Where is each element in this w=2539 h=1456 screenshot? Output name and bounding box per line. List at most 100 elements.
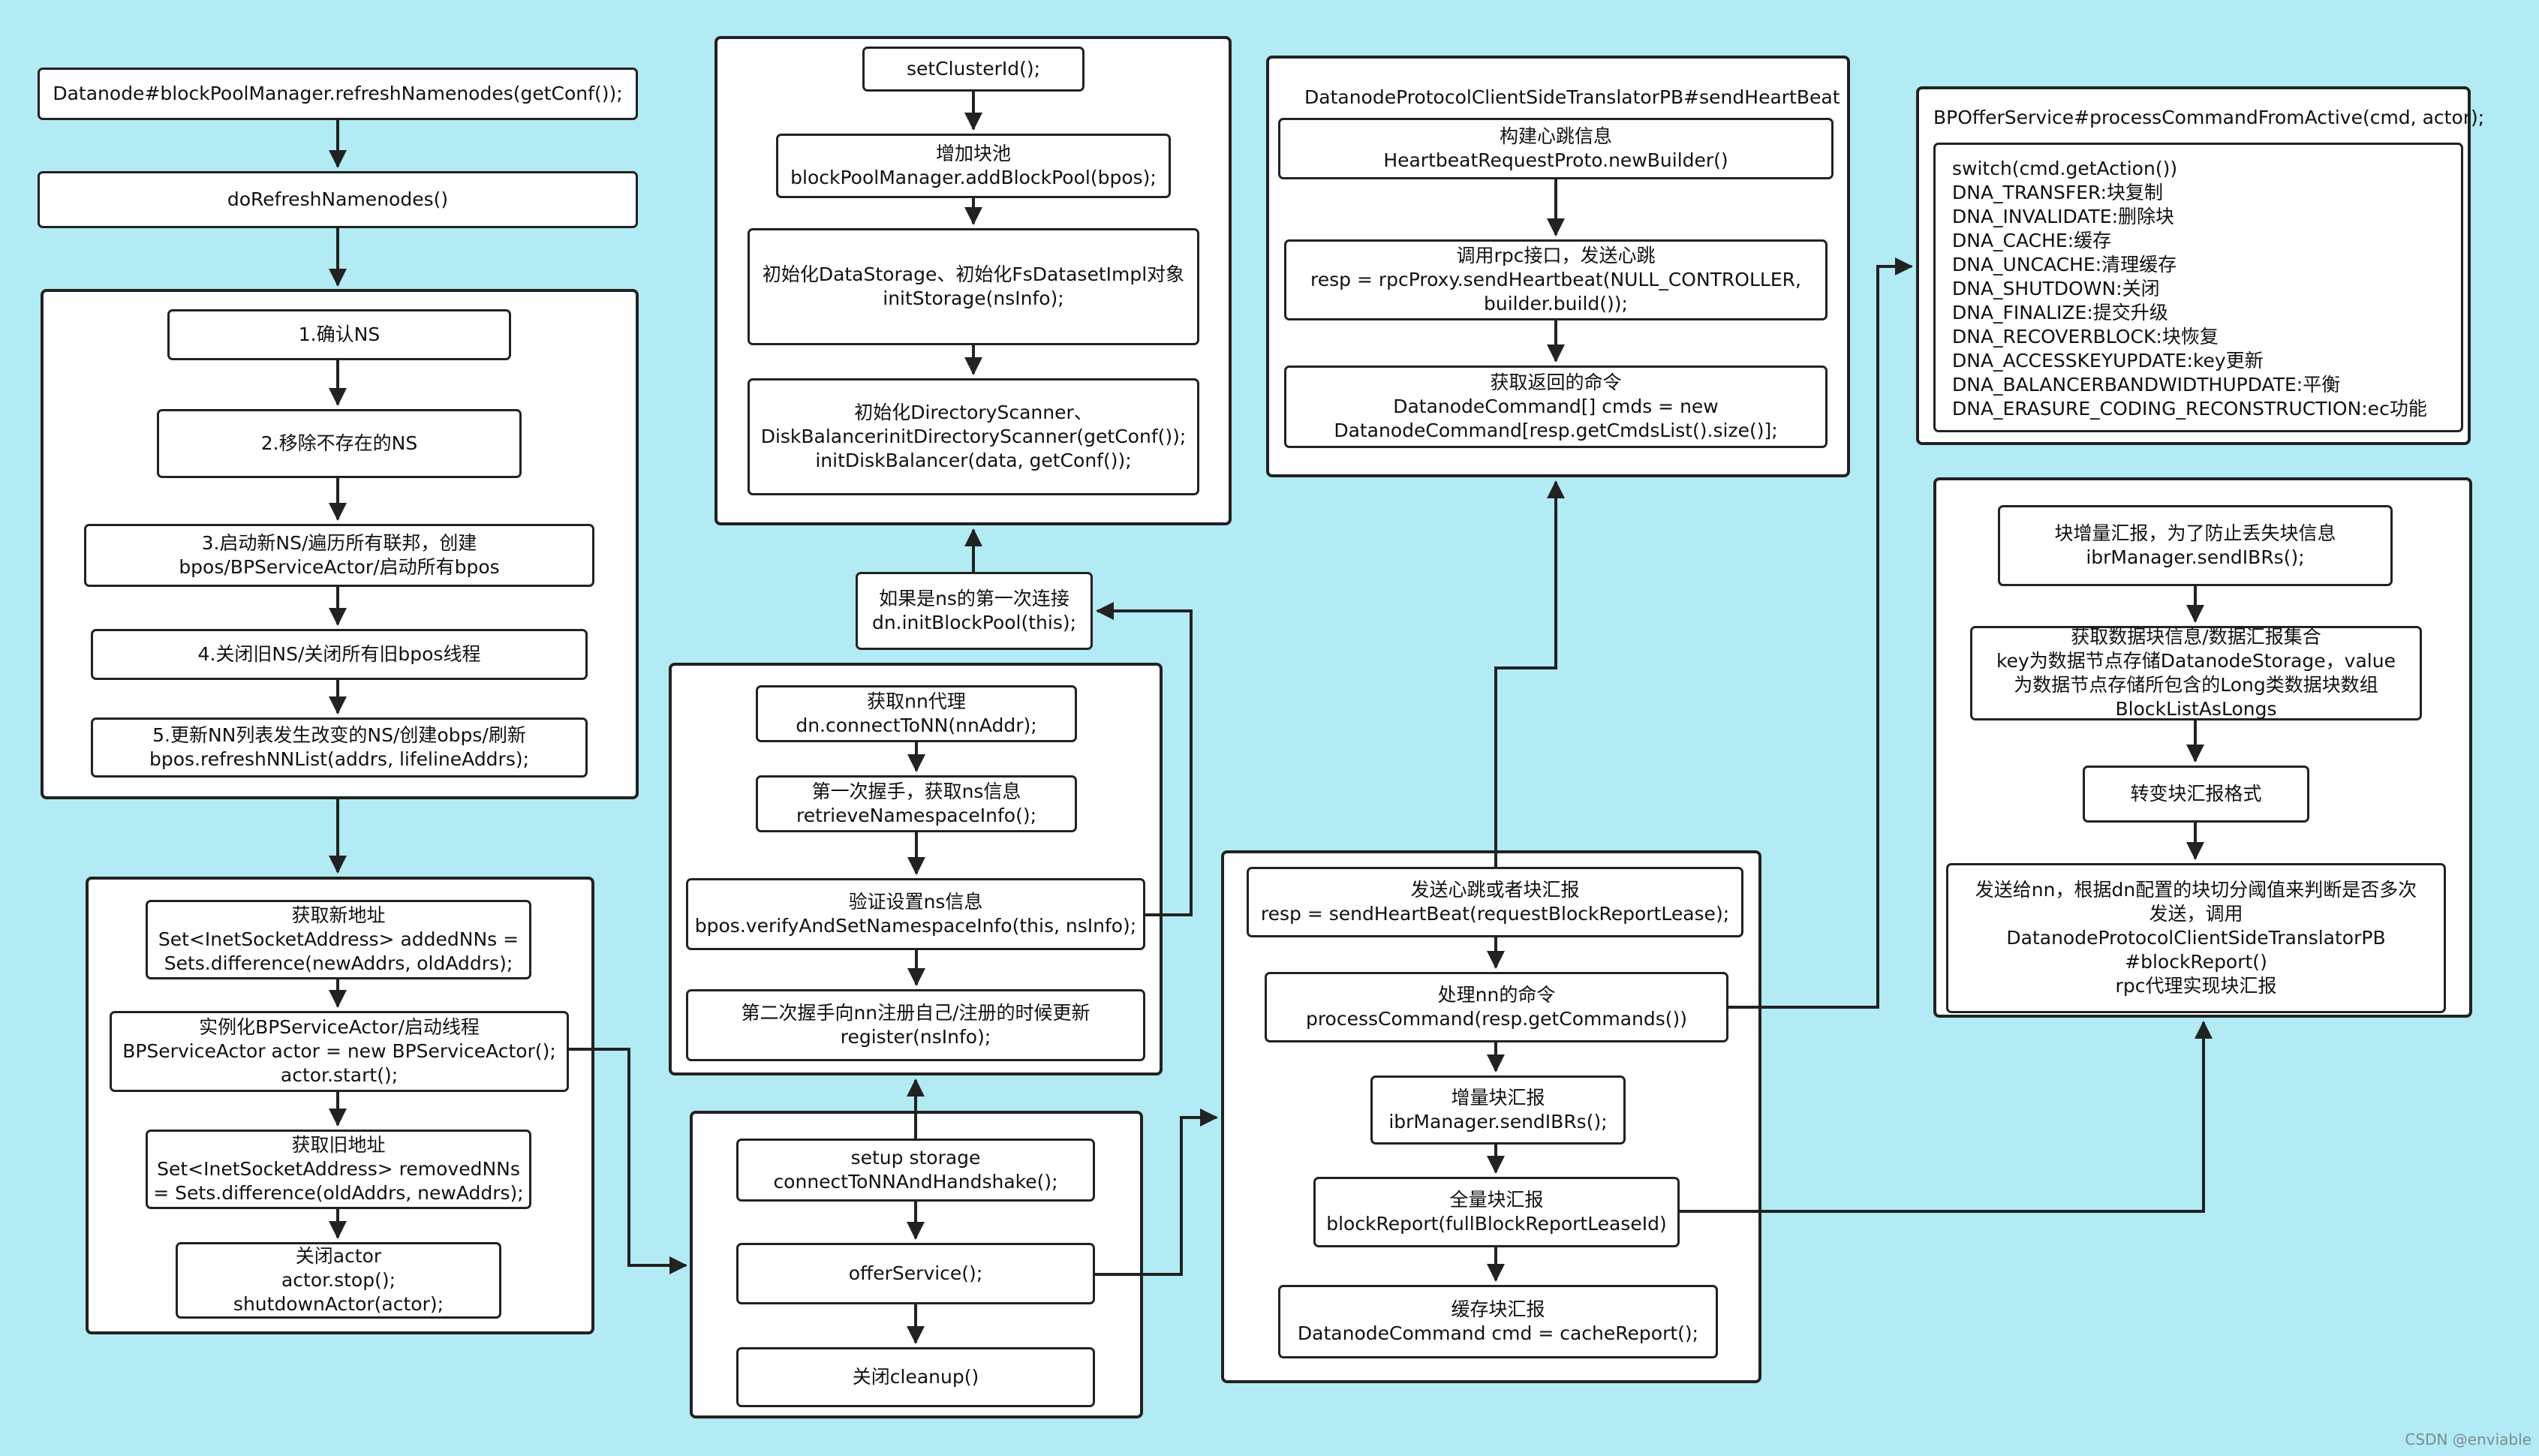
box-text-line: initStorage(nsInfo); (883, 287, 1064, 309)
box-text-line: blockPoolManager.addBlockPool(bpos); (790, 167, 1157, 188)
box-text-line: retrieveNamespaceInfo(); (796, 805, 1037, 826)
box-text-line: Sets.difference(newAddrs, oldAddrs); (164, 952, 513, 974)
box-text-line: 关闭cleanup() (852, 1366, 979, 1388)
box-text-line: 关闭actor (295, 1245, 382, 1267)
box-text-line: processCommand(resp.getCommands()) (1305, 1008, 1688, 1030)
box-text-line: ibrManager.sendIBRs(); (1388, 1111, 1608, 1133)
box-text-line: 增量块汇报 (1451, 1087, 1545, 1109)
box-text-line: #blockReport() (2125, 951, 2267, 973)
switch-line: DNA_TRANSFER:块复制 (1952, 182, 2164, 203)
box-text-line: dn.initBlockPool(this); (871, 612, 1077, 633)
box-text-line: offerService(); (848, 1262, 983, 1284)
switch-line: switch(cmd.getAction()) (1952, 158, 2178, 179)
box-text-line: 5.更新NN列表发生改变的NS/创建obps/刷新 (152, 724, 526, 746)
box-text-line: ibrManager.sendIBRs(); (2086, 546, 2305, 568)
box-text-line: setClusterId(); (906, 58, 1041, 80)
box-text-line: 获取新地址 (291, 904, 386, 926)
box-text-line: 获取旧地址 (291, 1134, 386, 1156)
box-text-line: setup storage (850, 1147, 981, 1169)
box-text-line: 获取数据块信息/数据汇报集合 (2071, 626, 2321, 648)
box-text-line: = Sets.difference(oldAddrs, newAddrs); (153, 1182, 524, 1204)
box-text-line: 块增量汇报，为了防止丢失块信息 (2054, 522, 2336, 544)
box-text-line: 1.确认NS (298, 323, 381, 345)
box-text-line: 第一次握手，获取ns信息 (811, 781, 1021, 802)
box-text-line: dn.connectToNN(nnAddr); (796, 714, 1037, 736)
box-text-line: 缓存块汇报 (1451, 1298, 1545, 1320)
box-text-line: initDiskBalancer(data, getConf()); (815, 450, 1132, 471)
box-text-line: resp = sendHeartBeat(requestBlockReportL… (1260, 903, 1730, 925)
box-text-line: DatanodeCommand[resp.getCmdsList().size(… (1334, 420, 1778, 441)
heartbeat-title: DatanodeProtocolClientSideTranslatorPB#s… (1304, 86, 1840, 108)
init-directory-scanner-box: 初始化DirectoryScanner、DiskBalancerinitDire… (748, 378, 1199, 495)
box-text-line: 初始化DataStorage、初始化FsDatasetImpl对象 (762, 263, 1185, 285)
switch-line: DNA_INVALIDATE:删除块 (1952, 206, 2174, 227)
box-text-line: key为数据节点存储DatanodeStorage，value (1996, 650, 2396, 672)
box-text-line: 构建心跳信息 (1499, 125, 1612, 147)
box-text-line: connectToNNAndHandshake(); (773, 1171, 1058, 1193)
box-text-line: blockReport(fullBlockReportLeaseId) (1326, 1213, 1667, 1235)
box-text-line: bpos.refreshNNList(addrs, lifelineAddrs)… (149, 748, 530, 770)
box-text-line: BlockListAsLongs (2115, 698, 2277, 720)
box-text-line: 获取nn代理 (867, 690, 966, 712)
process-command-title: BPOfferService#processCommandFromActive(… (1933, 107, 2485, 128)
box-text-line: HeartbeatRequestProto.newBuilder() (1383, 149, 1728, 171)
do-refresh-namenodes-box: doRefreshNamenodes() (38, 171, 638, 228)
box-text-line: actor.start(); (280, 1064, 399, 1086)
box-text-line: 3.启动新NS/遍历所有联邦，创建 (201, 532, 477, 554)
switch-line: DNA_ACCESSKEYUPDATE:key更新 (1952, 350, 2264, 372)
box-text-line: 发送给nn，根据dn配置的块切分阈值来判断是否多次 (1975, 879, 2417, 901)
box-text-line: 为数据节点存储所包含的Long类数据块数组 (2014, 674, 2378, 696)
switch-line: DNA_BALANCERBANDWIDTHUPDATE:平衡 (1952, 374, 2341, 396)
convert-format-box: 转变块汇报格式 (2083, 766, 2309, 823)
cleanup-box: 关闭cleanup() (736, 1347, 1095, 1407)
set-cluster-id-box: setClusterId(); (862, 47, 1084, 92)
box-text-line: DiskBalancerinitDirectoryScanner(getConf… (760, 426, 1187, 447)
close-ns-box: 4.关闭旧NS/关闭所有旧bpos线程 (91, 629, 588, 680)
box-text-line: register(nsInfo); (840, 1026, 991, 1048)
box-text-line: 第二次握手向nn注册自己/注册的时候更新 (741, 1002, 1091, 1024)
box-text-line: rpc代理实现块汇报 (2115, 975, 2277, 997)
box-text-line: 调用rpc接口，发送心跳 (1456, 245, 1656, 266)
confirm-ns-box: 1.确认NS (167, 309, 511, 360)
first-handshake-box: 第一次握手，获取ns信息 retrieveNamespaceInfo(); (756, 775, 1077, 832)
refresh-namenodes-box: Datanode#blockPoolManager.refreshNamenod… (38, 68, 638, 120)
box-text-line: 转变块汇报格式 (2130, 783, 2262, 805)
arrow-sendhb-to-heartbeat (1494, 480, 1565, 867)
box-text-line: actor.stop(); (281, 1269, 396, 1291)
switch-line: DNA_CACHE:缓存 (1952, 230, 2112, 251)
add-block-pool-box: 增加块池 blockPoolManager.addBlockPool(bpos); (776, 134, 1171, 198)
box-text-line: Set<InetSocketAddress> addedNNs = (158, 928, 519, 950)
box-text-line: 4.关闭旧NS/关闭所有旧bpos线程 (197, 643, 481, 665)
box-text-line: Datanode#blockPoolManager.refreshNamenod… (53, 83, 623, 104)
first-connection-box: 如果是ns的第一次连接 dn.initBlockPool(this); (856, 572, 1093, 650)
switch-line: DNA_SHUTDOWN:关闭 (1952, 278, 2160, 299)
switch-line: DNA_UNCACHE:清理缓存 (1952, 254, 2177, 275)
box-text-line: 如果是ns的第一次连接 (879, 588, 1069, 609)
box-text-line: 发送，调用 (2149, 903, 2243, 925)
box-text-line: resp = rpcProxy.sendHeartbeat(NULL_CONTR… (1310, 269, 1801, 290)
box-text-line: BPServiceActor actor = new BPServiceActo… (122, 1040, 556, 1062)
box-text-line: 获取返回的命令 (1490, 372, 1622, 393)
rpc-heartbeat-box: 调用rpc接口，发送心跳 resp = rpcProxy.sendHeartbea… (1284, 239, 1828, 320)
box-text-line: DatanodeProtocolClientSideTranslatorPB (2006, 927, 2386, 949)
switch-line: DNA_RECOVERBLOCK:块恢复 (1952, 326, 2219, 347)
box-text-line: 增加块池 (935, 143, 1011, 164)
box-text-line: doRefreshNamenodes() (227, 188, 449, 210)
